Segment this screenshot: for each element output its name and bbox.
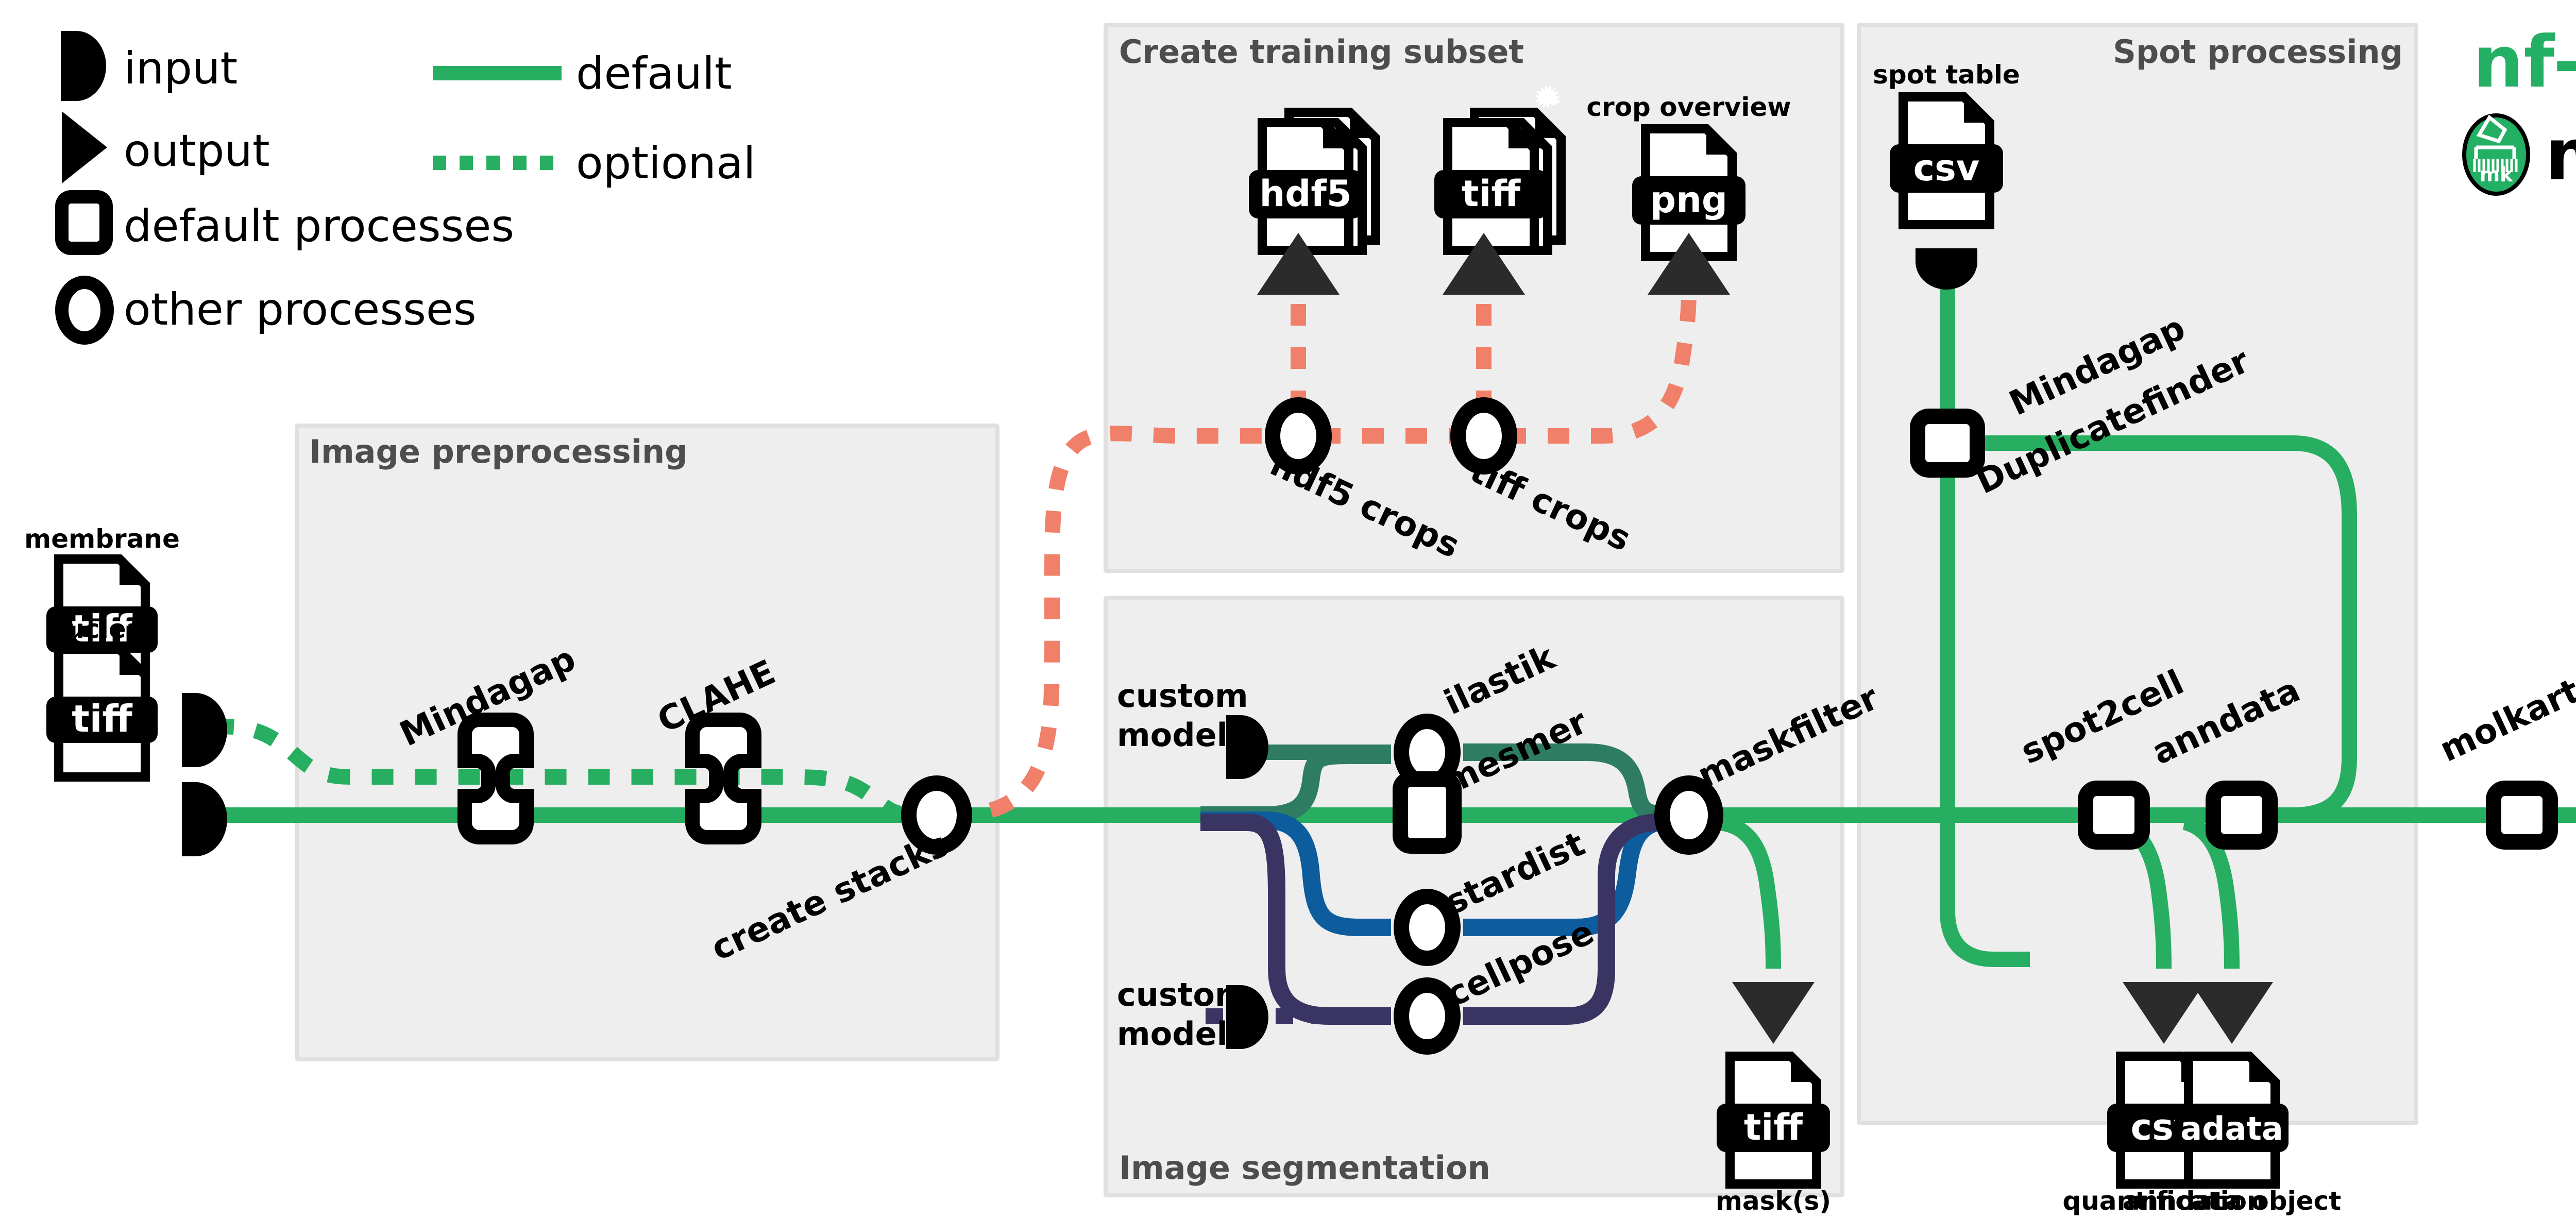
file-ext-hdf5: hdf5 xyxy=(1259,173,1351,215)
file-caption-membrane: membrane xyxy=(24,524,180,554)
file-caption-quantification: quantification xyxy=(2062,1186,2265,1216)
legend-circle-outline-icon xyxy=(55,276,114,345)
flow-anndata-to-adata xyxy=(2182,815,2240,969)
file-ext-spot-table: csv xyxy=(1913,147,1980,189)
flow-ilastik-out xyxy=(1463,743,1675,824)
legend: input output default processes other pro… xyxy=(55,31,756,345)
flow-membrane-optional xyxy=(212,719,923,823)
legend-label-other-processes: other processes xyxy=(124,284,477,335)
output-arrow-masks xyxy=(1732,982,1815,1044)
mk-badge-text: mk xyxy=(2480,163,2514,186)
output-file-hdf5-crops: hdf5 xyxy=(1249,112,1376,295)
flow-stardist-in xyxy=(1200,811,1391,936)
file-ext-tiff-crops: tiff xyxy=(1462,173,1521,215)
input-file-membrane: membrane tiff xyxy=(24,524,227,767)
file-caption-masks: mask(s) xyxy=(1716,1186,1831,1216)
input-custom-model-cellpose: custom model xyxy=(1117,976,1268,1053)
flow-tiffcrops-to-png xyxy=(1504,288,1697,444)
legend-label-default-processes: default processes xyxy=(124,200,514,252)
flow-maskfilter-to-masks xyxy=(1715,815,1781,969)
process-label-molkartqc: molkartqc xyxy=(2434,652,2576,770)
input-half-disc-nuclear xyxy=(182,782,227,856)
logo-nf-core-molkart: nf-core / molkart mk xyxy=(1534,21,2576,196)
legend-half-disc-icon xyxy=(61,31,106,101)
output-arrow-crop-overview xyxy=(1648,233,1730,295)
file-ext-membrane: tiff xyxy=(72,607,132,650)
flow-cellpose-out xyxy=(1463,814,1659,1025)
file-ext-anndata: adata xyxy=(2180,1110,2283,1147)
panel-title-segmentation: Image segmentation xyxy=(1119,1149,1490,1187)
custom-model-label-ilastik-line2: model xyxy=(1117,716,1228,754)
custom-model-label-cellpose-line2: model xyxy=(1117,1015,1228,1053)
input-file-nuclear: nuclear tiff xyxy=(46,614,227,856)
output-file-anndata-object: adata anndata object xyxy=(2123,982,2341,1216)
input-half-disc-spot-table xyxy=(1916,248,1977,290)
legend-label-default: default xyxy=(576,48,732,99)
output-file-masks: tiff mask(s) xyxy=(1716,982,1831,1216)
input-half-disc-cellpose xyxy=(1226,985,1268,1049)
flow-spottable-to-dupfinder xyxy=(1940,289,2030,967)
legend-label-output: output xyxy=(124,125,270,177)
file-caption-spot-table: spot table xyxy=(1873,60,2020,90)
file-ext-png: png xyxy=(1650,179,1727,221)
output-file-tiff-crops: tiff xyxy=(1434,112,1561,295)
output-arrow-anndata xyxy=(2191,982,2273,1044)
output-arrow-tiff-crops xyxy=(1443,233,1525,295)
input-half-disc-ilastik xyxy=(1226,715,1268,779)
output-file-crop-overview: crop overview png xyxy=(1586,92,1791,295)
legend-rounded-square-icon xyxy=(55,190,113,255)
logo-name: molkart xyxy=(2545,113,2576,196)
file-ext-masks: tiff xyxy=(1744,1106,1803,1148)
input-file-spot-table: spot table csv xyxy=(1873,60,2020,290)
file-caption-nuclear: nuclear xyxy=(48,614,157,644)
logo-prefix: nf-core xyxy=(2473,21,2576,104)
panel-title-preprocessing: Image preprocessing xyxy=(309,433,687,470)
custom-model-label-ilastik-line1: custom xyxy=(1117,677,1248,715)
legend-label-optional: optional xyxy=(576,138,756,189)
file-ext-nuclear: tiff xyxy=(72,697,132,740)
panel-title-spot-processing: Spot processing xyxy=(2113,33,2403,71)
file-caption-crop-overview: crop overview xyxy=(1586,92,1791,122)
panel-image-preprocessing: Image preprocessing xyxy=(295,424,999,1061)
flow-ilastik-in xyxy=(1200,747,1391,824)
legend-label-input: input xyxy=(124,43,238,94)
mk-badge-icon: mk xyxy=(1534,84,2530,196)
panel-title-training-subset: Create training subset xyxy=(1119,33,1524,71)
flow-dupfinder-right xyxy=(1976,435,2357,823)
input-custom-model-ilastik: custom model xyxy=(1117,677,1268,779)
output-arrow-hdf5 xyxy=(1257,233,1340,295)
input-half-disc-membrane xyxy=(182,693,227,767)
output-arrow-quantification xyxy=(2123,982,2205,1044)
file-caption-anndata: anndata object xyxy=(2123,1186,2341,1216)
flow-cellpose-in xyxy=(1200,814,1391,1025)
legend-triangle-right-icon xyxy=(62,111,107,183)
